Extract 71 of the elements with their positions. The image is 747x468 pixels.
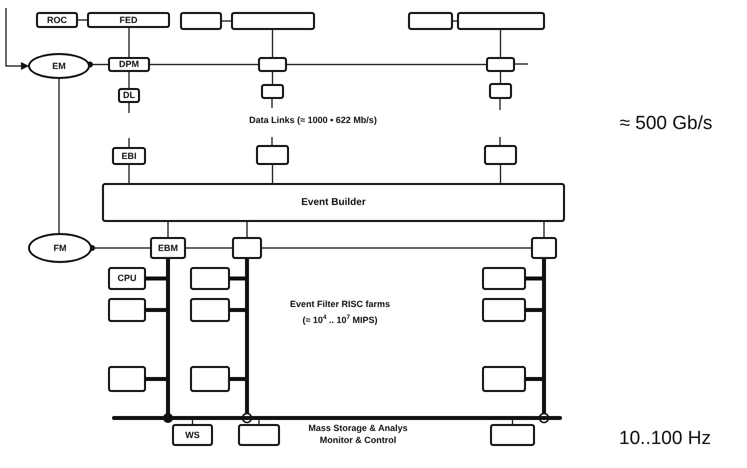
connector-line [167, 222, 169, 237]
module-box [261, 84, 284, 99]
node-label: DPM [119, 60, 139, 69]
module-box [489, 83, 512, 99]
connector-line [150, 64, 258, 66]
module-box [408, 12, 453, 30]
module-box [180, 12, 222, 30]
module-box [190, 366, 230, 392]
connector-line [128, 72, 130, 88]
module-box [231, 12, 315, 30]
annotation-text: Event Filter RISC farms [288, 299, 392, 311]
connector-line [87, 62, 108, 68]
module-box [36, 12, 78, 28]
annotation-text: Mass Storage & Analys Monitor & Control [307, 423, 409, 446]
module-box [87, 12, 170, 28]
module-box [256, 145, 289, 165]
connector-line [186, 247, 232, 249]
module-box [190, 298, 230, 322]
module-box [482, 267, 526, 290]
connector-line [128, 103, 130, 113]
connector-line [499, 99, 501, 110]
node-label: CPU [117, 274, 136, 283]
module-box [118, 88, 140, 103]
module-box [112, 147, 146, 165]
module-box [108, 366, 146, 392]
node-label: ROC [47, 16, 67, 24]
module-box [484, 145, 517, 165]
connector-line [262, 247, 531, 249]
annotation-text: 10..100 Hz [618, 427, 712, 451]
node-label: EM [52, 62, 66, 70]
module-box [108, 298, 146, 322]
connector-line [58, 79, 60, 233]
connector-line [272, 72, 274, 84]
module-box [482, 298, 526, 322]
bus-bar [112, 416, 562, 420]
connector-line [128, 28, 130, 57]
connector-line [543, 222, 545, 237]
module-box [190, 267, 230, 290]
module-box [258, 57, 287, 72]
module-box [232, 237, 262, 259]
module-box [238, 424, 280, 446]
node-label: FED [120, 16, 138, 24]
connector-line [500, 165, 502, 183]
node-label: DL [123, 91, 135, 100]
connector-line [128, 165, 130, 183]
connector-line [246, 222, 248, 237]
annotation-text: ≈ 500 Gb/s [618, 112, 714, 136]
module-box [150, 237, 186, 259]
module-box [486, 57, 515, 72]
module-box [102, 183, 565, 222]
module-box [108, 267, 146, 290]
node-label: WS [185, 430, 200, 440]
arrow [5, 8, 29, 70]
node-label: EBM [158, 244, 178, 252]
connector-line [515, 63, 528, 65]
node-label: Event Builder [301, 198, 366, 208]
module-box [482, 366, 526, 392]
connector-line [287, 64, 486, 66]
module-box [457, 12, 545, 30]
connector-line [500, 72, 502, 83]
connector-line [500, 30, 502, 57]
module-box [490, 424, 535, 446]
annotation-text: Data Links (≈ 1000 • 622 Mb/s) [248, 115, 378, 127]
module-box [108, 57, 150, 72]
module-box [172, 424, 213, 446]
connector-line [272, 30, 274, 57]
connector-line [272, 165, 274, 183]
node-label: EBI [121, 152, 136, 160]
node-label: FM [54, 244, 66, 252]
annotation-text: (≈ 10$^{4}$ .. 10$^{7}$ MIPS) [301, 315, 378, 327]
module-box [531, 237, 557, 259]
